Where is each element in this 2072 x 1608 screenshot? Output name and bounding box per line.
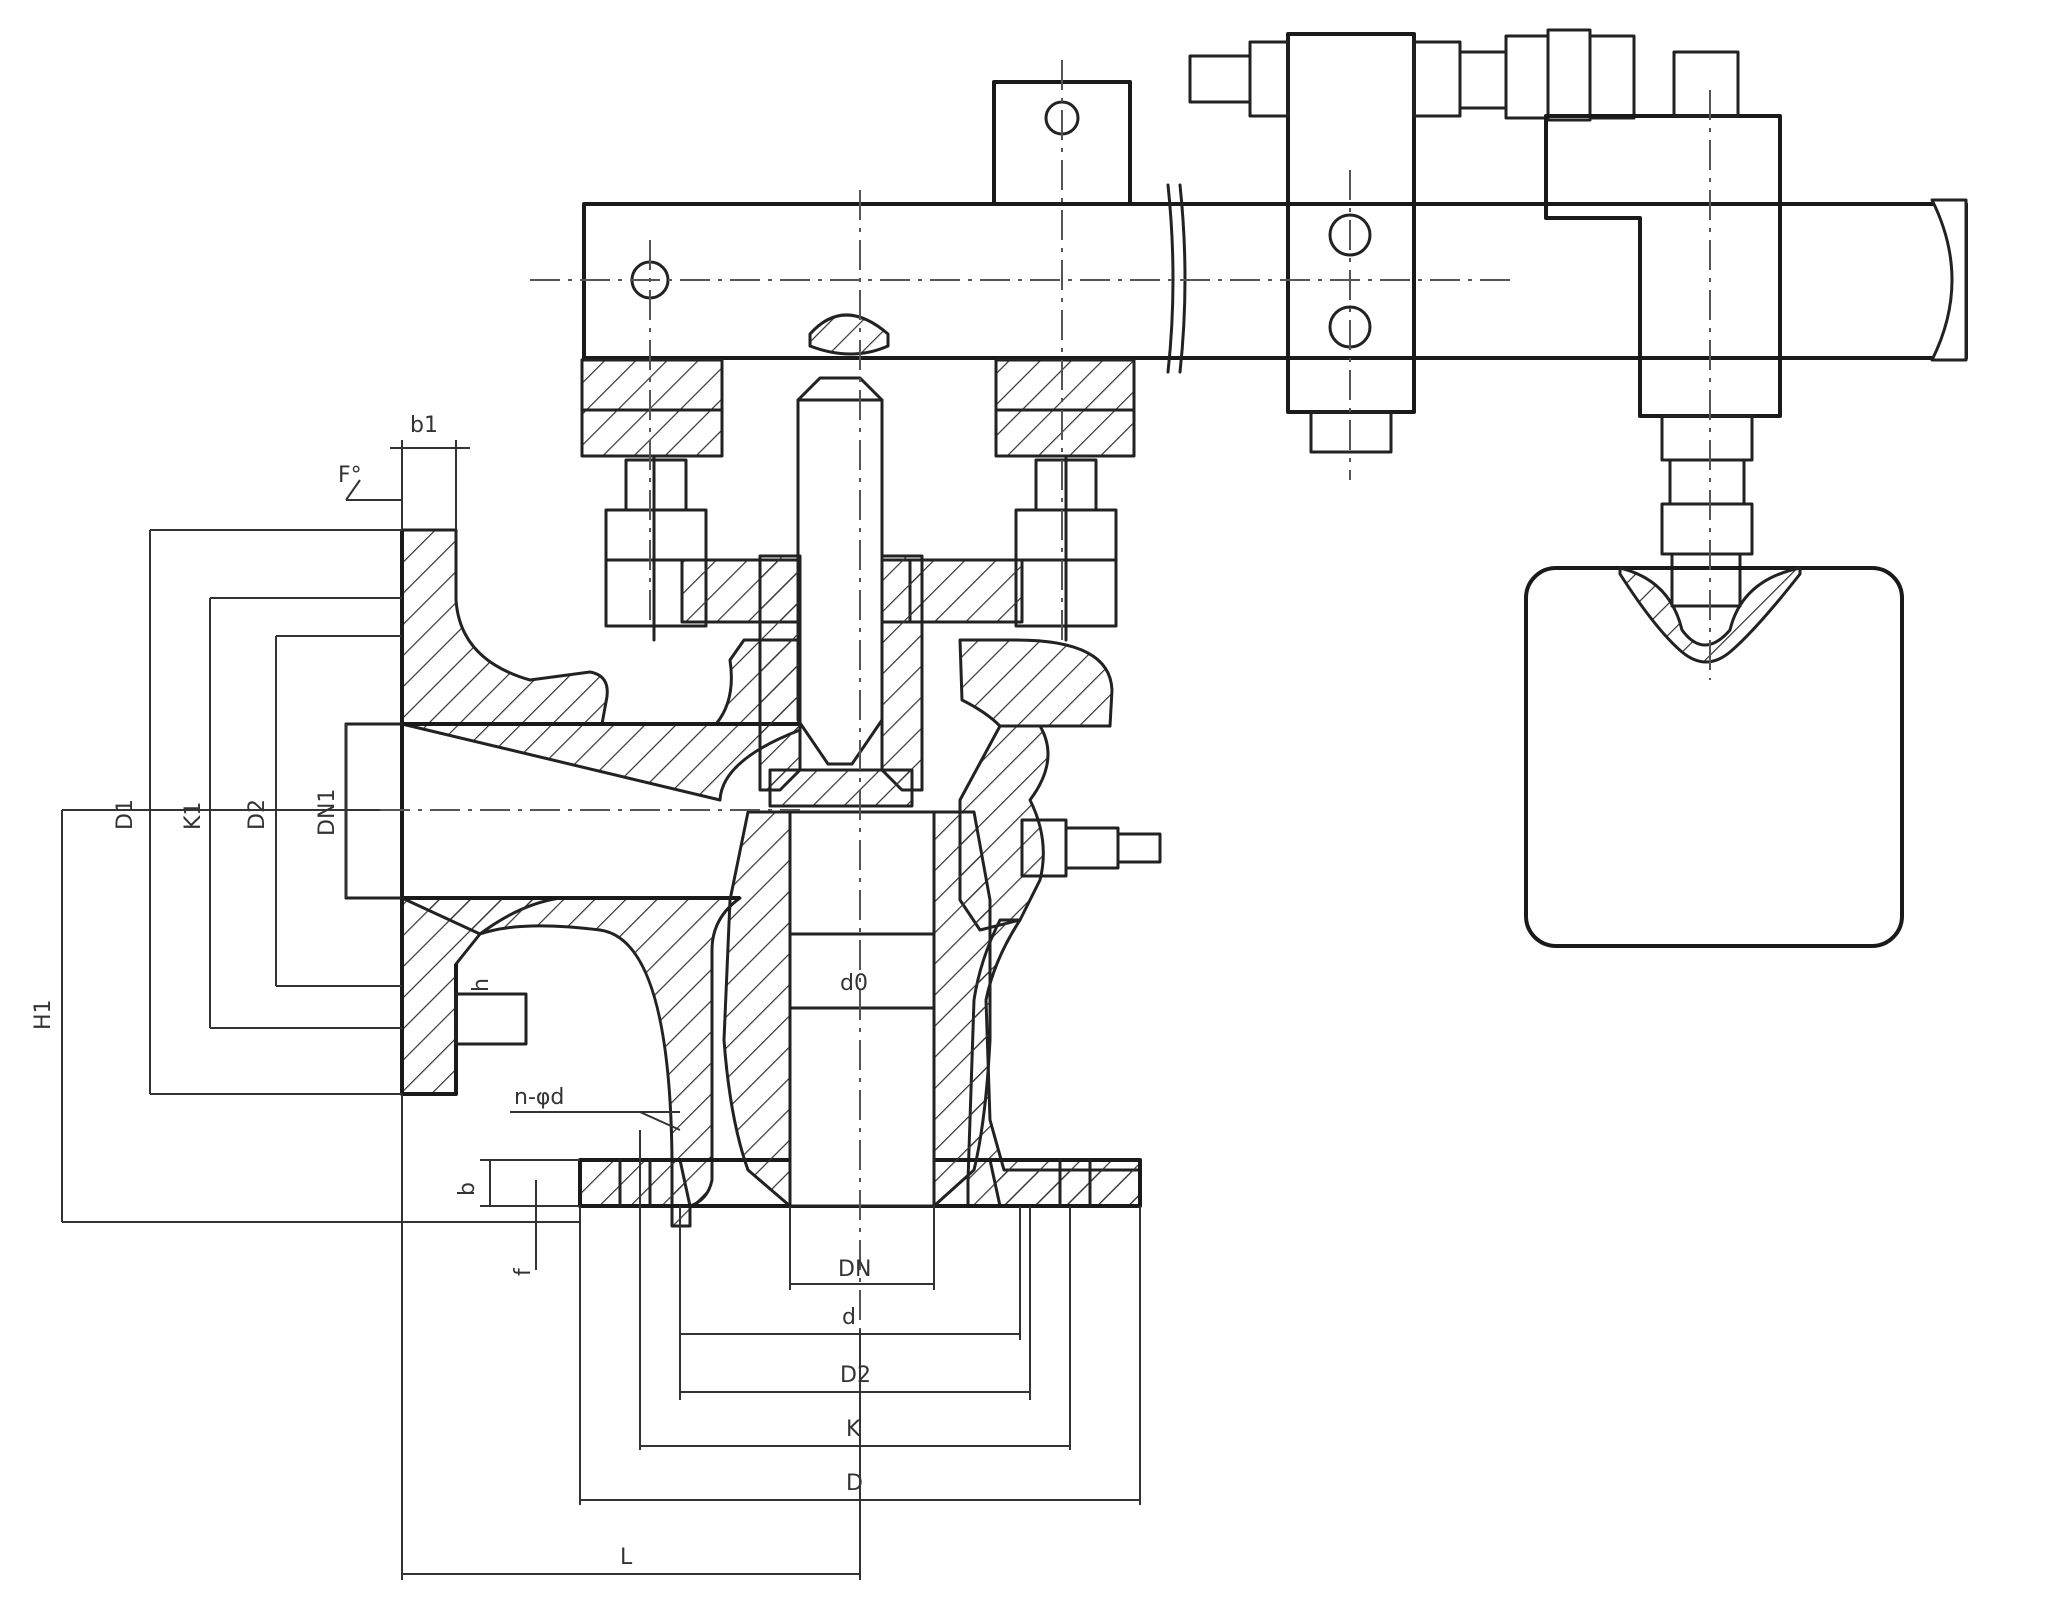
counterweight [1524, 566, 1904, 948]
label-b: b [455, 1182, 480, 1196]
label-d: d [842, 1305, 856, 1330]
nozzle [722, 810, 992, 1208]
label-D1: D1 [113, 799, 138, 830]
center-lines [380, 60, 1711, 1330]
weight-hanger [1544, 50, 1782, 608]
label-d0: d0 [840, 971, 868, 996]
label-h: h [469, 978, 494, 992]
label-D2-inlet: D2 [840, 1363, 871, 1388]
label-b1: b1 [410, 413, 438, 438]
label-angle: F° [338, 463, 362, 488]
spindle [796, 313, 890, 766]
label-bolt-n: n-φd [514, 1085, 564, 1110]
drain-plug [1020, 818, 1162, 878]
label-H1: H1 [31, 999, 56, 1030]
stud-nuts-right [1014, 454, 1118, 642]
dimension-lines [61, 440, 1141, 1580]
label-DN1: DN1 [315, 789, 340, 836]
label-L: L [620, 1545, 633, 1570]
outlet-bolt [454, 992, 528, 1046]
stud-nuts-left [604, 454, 708, 642]
label-f: f [511, 1267, 536, 1276]
dimension-labels: b1 F° D1 K1 D2 DN1 H1 n-φd b f h d0 DN d… [31, 413, 871, 1570]
lever-arm [582, 183, 1968, 374]
lever-bearing-blocks [580, 358, 1136, 458]
guide-sleeve [758, 554, 924, 808]
adjusting-screw [1188, 28, 1636, 122]
label-K: K [846, 1417, 861, 1442]
label-D: D [846, 1471, 863, 1496]
label-K1: K1 [181, 802, 206, 830]
label-D2-outlet: D2 [245, 799, 270, 830]
label-DN: DN [838, 1257, 871, 1282]
